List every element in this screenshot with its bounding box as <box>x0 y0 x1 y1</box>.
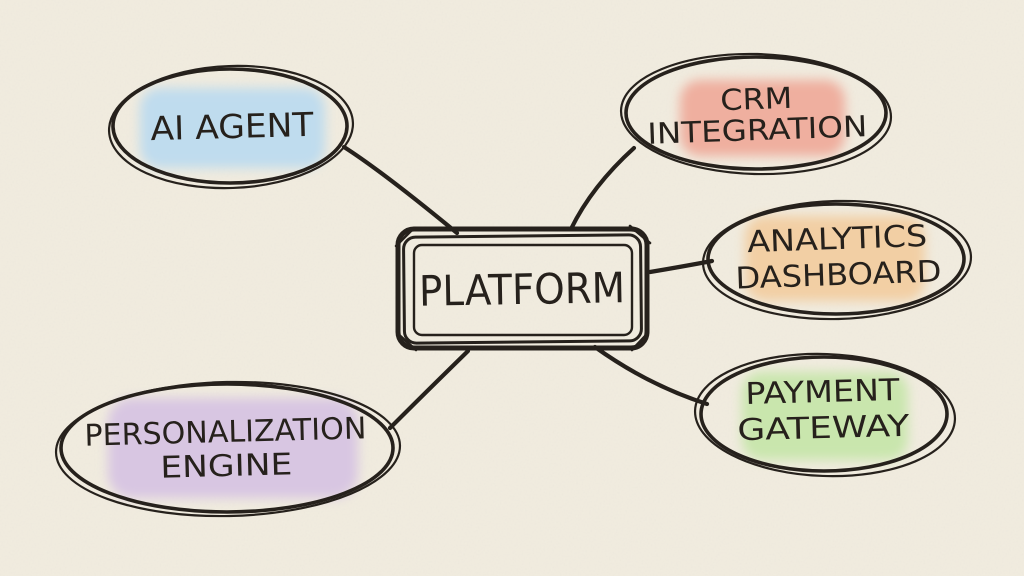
connector-platform-ai-agent <box>341 144 460 236</box>
node-payment-gateway: PAYMENT GATEWAY <box>693 352 957 478</box>
node-platform: PLATFORM <box>394 224 652 352</box>
node-analytics-dashboard-label-line2: DASHBOARD <box>735 254 942 296</box>
node-analytics-dashboard: ANALYTICS DASHBOARD <box>701 199 973 321</box>
node-crm-integration-label-line2: INTEGRATION <box>647 109 868 151</box>
node-crm-integration-highlight <box>680 80 845 156</box>
node-crm-integration-outline <box>619 52 893 176</box>
node-crm-integration: CRM INTEGRATION <box>619 52 893 176</box>
node-analytics-dashboard-label-line1: ANALYTICS <box>747 219 928 260</box>
node-personalization-engine-highlight <box>108 398 358 498</box>
node-platform-outline <box>394 224 652 352</box>
node-personalization-engine-label-line2: ENGINE <box>160 447 293 485</box>
connector-platform-payment-gateway <box>592 344 710 407</box>
node-analytics-dashboard-outline <box>701 199 973 321</box>
connector-platform-personalization-engine <box>387 348 471 431</box>
node-payment-gateway-label-line1: PAYMENT <box>745 373 901 412</box>
node-payment-gateway-highlight <box>742 372 908 460</box>
node-ai-agent-outline <box>107 64 355 190</box>
node-personalization-engine-label-line1: PERSONALIZATION <box>84 411 367 453</box>
node-personalization-engine-outline <box>54 380 402 518</box>
connector-platform-crm-integration <box>568 145 637 232</box>
node-crm-integration-label-line1: CRM <box>720 81 793 117</box>
node-ai-agent: AI AGENT <box>107 64 355 190</box>
node-personalization-engine: PERSONALIZATION ENGINE <box>54 380 402 518</box>
node-ai-agent-label: AI AGENT <box>150 105 315 148</box>
node-payment-gateway-outline <box>693 352 957 478</box>
node-platform-label: PLATFORM <box>419 263 626 316</box>
node-analytics-dashboard-highlight <box>745 216 925 301</box>
node-payment-gateway-label-line2: GATEWAY <box>737 409 911 449</box>
node-ai-agent-highlight <box>140 88 325 168</box>
